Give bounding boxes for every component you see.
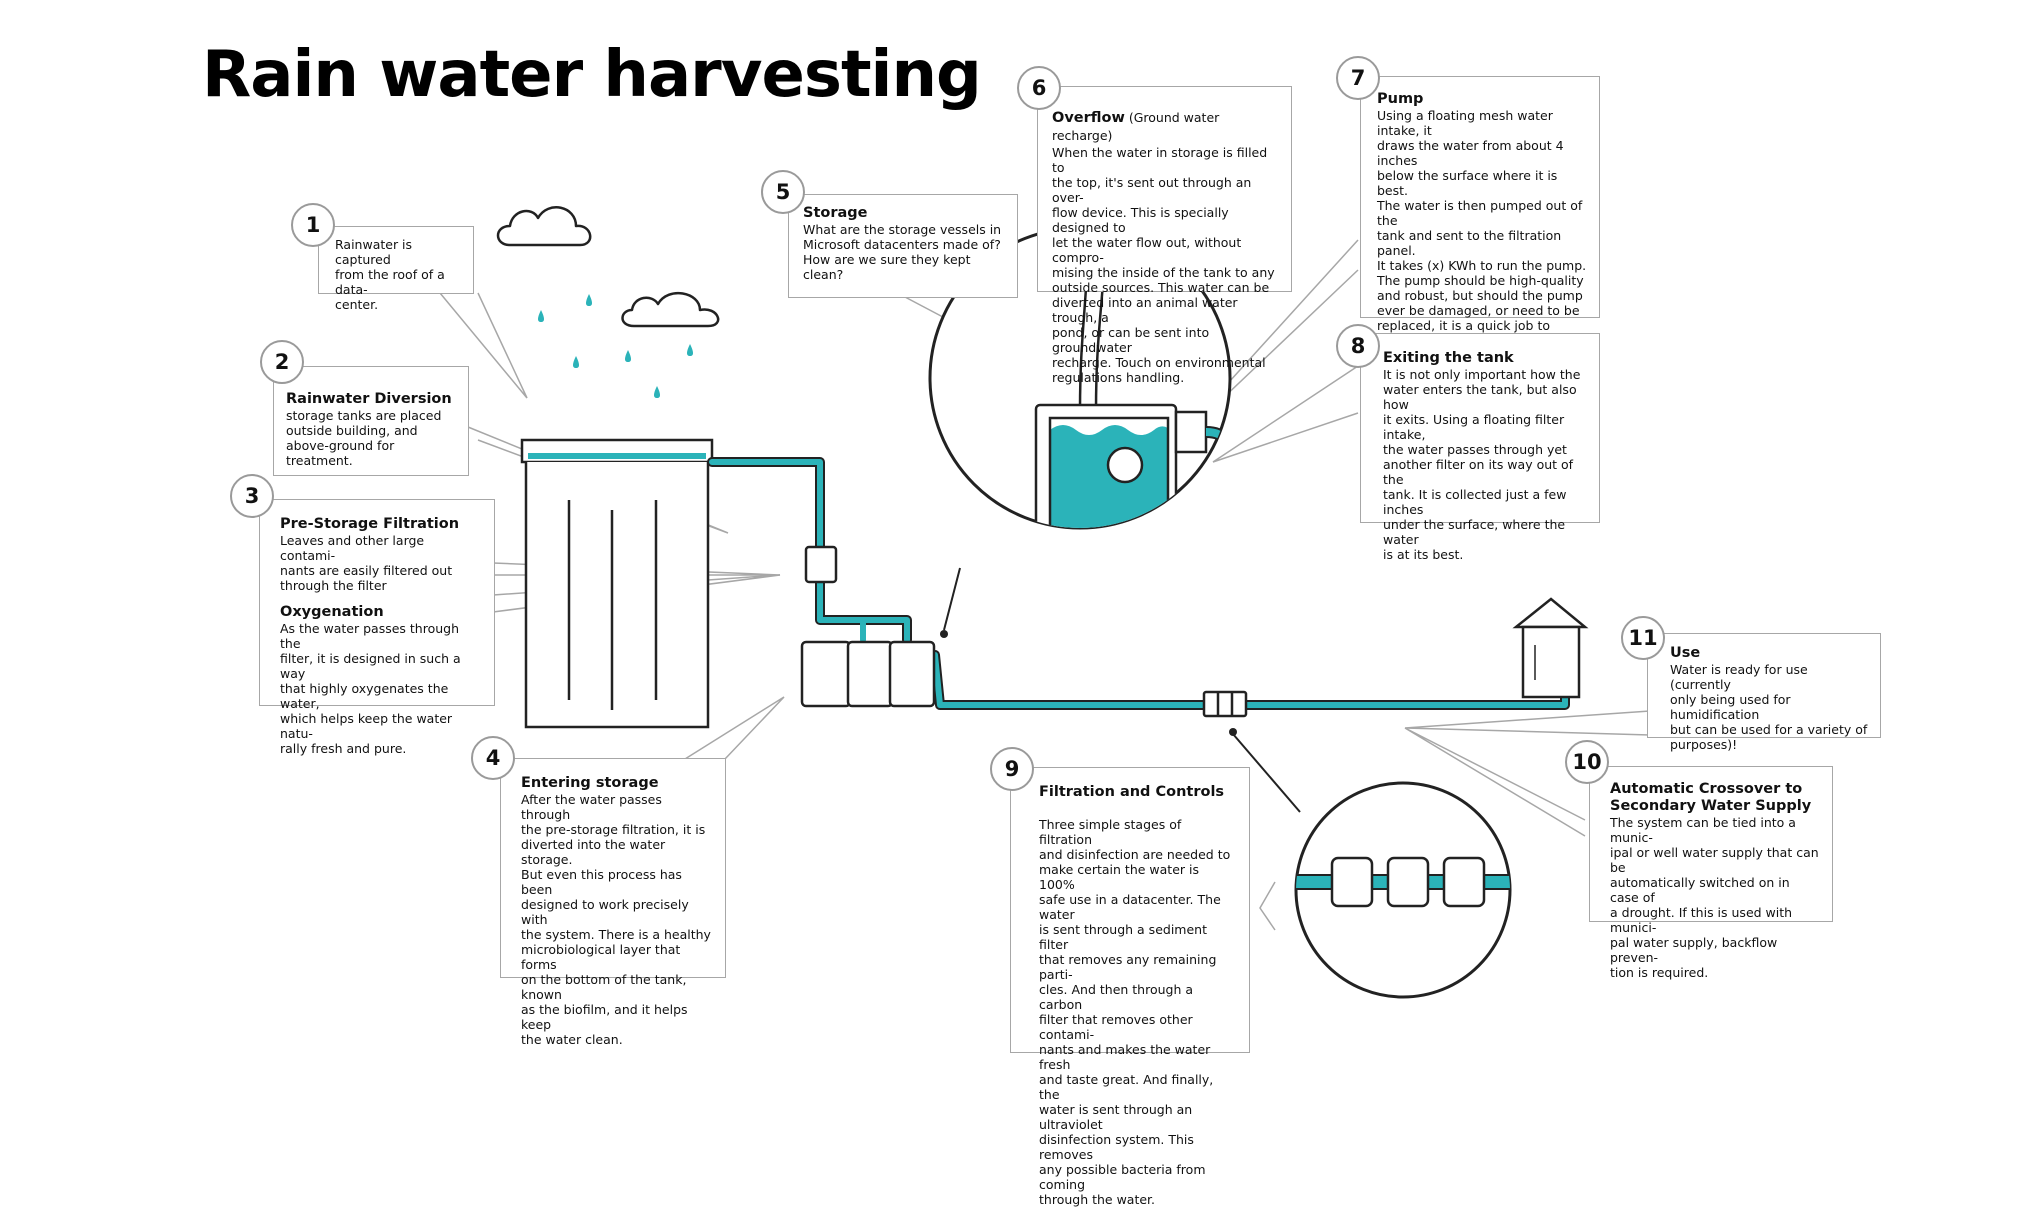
callout-5-number: 5 [761,170,805,214]
callout-1-number: 1 [291,203,335,247]
callout-8-number: 8 [1336,324,1380,368]
callout-6-heading-line: Overflow (Ground water recharge) [1052,109,1279,145]
callout-11-heading: Use [1670,645,1701,661]
callout-4-heading: Entering storage [521,775,659,791]
callout-6-number: 6 [1017,66,1061,110]
callout-8-text: It is not only important how the water e… [1383,367,1581,562]
cloud-icon [621,291,720,328]
callout-11-number: 11 [1621,616,1665,660]
datacenter-building [520,438,714,729]
callout-10-heading: Automatic Crossover to Secondary Water S… [1610,781,1812,814]
callout-11-text: Water is ready for use (currently only b… [1670,662,1868,752]
callout-3-heading: Pre-Storage Filtration [280,516,460,532]
callout-3-text: Leaves and other large contami- nants ar… [280,533,453,593]
callout-2-heading: Rainwater Diversion [286,391,452,407]
callout-9-text: Three simple stages of filtration and di… [1039,817,1231,1207]
callout-4: Entering storage After the water passes … [500,758,726,1047]
callout-3-text-2: As the water passes through the filter, … [280,621,461,756]
callout-3-number: 3 [230,474,274,518]
callout-7-heading: Pump [1377,91,1424,107]
callout-9-number: 9 [990,747,1034,791]
callout-6-heading: Overflow [1052,110,1125,126]
callout-7: Pump Using a floating mesh water intake,… [1360,76,1600,378]
callout-10: Automatic Crossover to Secondary Water S… [1589,766,1833,980]
use-building-icon [1512,597,1589,699]
callout-2-text: storage tanks are placed outside buildin… [286,408,442,468]
callout-8-heading: Exiting the tank [1383,350,1514,366]
page-title: Rain water harvesting [202,38,982,112]
callout-5-text: What are the storage vessels in Microsof… [803,222,1002,282]
callout-8: Exiting the tank It is not only importan… [1360,333,1600,562]
callout-4-number: 4 [471,736,515,780]
callout-10-number: 10 [1565,740,1609,784]
cloud-icon [496,206,592,247]
callout-7-number: 7 [1336,56,1380,100]
callout-5-heading: Storage [803,205,868,221]
rainwater-diagram [439,206,1651,999]
callout-2-number: 2 [260,340,304,384]
storage-tanks [800,545,1248,718]
callout-9-heading: Filtration and Controls [1039,784,1225,800]
callout-1: Rainwater is captured from the roof of a… [318,226,474,312]
callout-6-subheading: (Ground water recharge) [1052,110,1220,143]
callout-1-text: Rainwater is captured from the roof of a… [335,237,445,312]
callout-10-text: The system can be tied into a munic- ipa… [1610,815,1819,980]
callout-4-text: After the water passes through the pre-s… [521,792,711,1047]
callout-9: Filtration and Controls Three simple sta… [1010,767,1250,1207]
callout-6-text: When the water in storage is filled to t… [1052,145,1275,385]
callout-2: Rainwater Diversion storage tanks are pl… [273,366,469,476]
filter-magnifier [1229,728,1512,999]
callout-11: Use Water is ready for use (currently on… [1647,633,1881,752]
callout-3-heading-2: Oxygenation [280,604,384,620]
callout-5: Storage What are the storage vessels in … [788,194,1018,298]
callout-3: Pre-Storage Filtration Leaves and other … [259,499,495,756]
callout-6: Overflow (Ground water recharge) When th… [1037,86,1292,385]
raindrop-icons [538,294,693,398]
